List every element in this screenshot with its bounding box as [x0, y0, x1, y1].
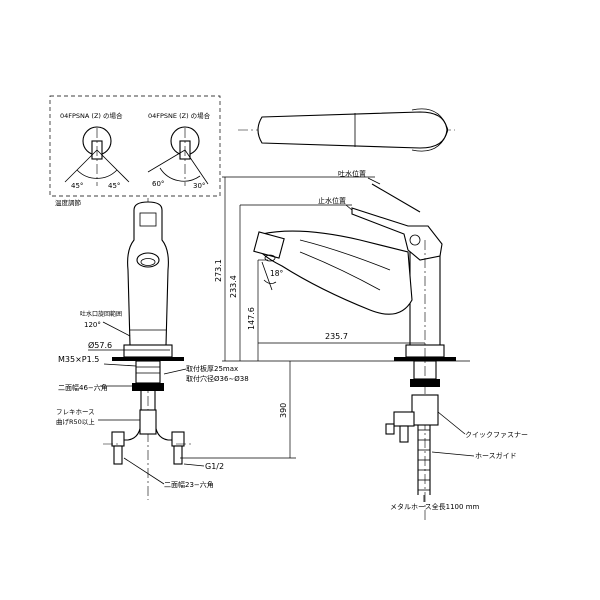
label-mount-range: 吐水口旋回範囲	[80, 310, 122, 318]
na-knob-diagram: 45° 45°	[64, 126, 130, 190]
front-base	[123, 344, 173, 358]
hose-left	[122, 391, 142, 441]
dim-147: 147.6	[247, 307, 256, 330]
side-nut	[410, 379, 440, 387]
dim-390: 390	[279, 403, 288, 418]
faucet-top-view	[238, 108, 455, 152]
dimension-lines: 273.1 233.4 147.6 235.7 390 18°	[180, 176, 470, 459]
ne-angle-left: 60°	[152, 180, 164, 188]
hose-coupling	[139, 409, 157, 435]
label-flex-hose-bend: 曲げR50以上	[56, 417, 95, 426]
top-view-body	[257, 111, 448, 149]
dim-233: 233.4	[229, 275, 238, 298]
faucet-side-view	[253, 183, 456, 520]
label-plate-thickness: 取付板厚25max	[186, 364, 238, 373]
label-hole-dia: 取付穴径Ø36∼Ø38	[186, 374, 249, 383]
dim-235: 235.7	[325, 332, 348, 341]
label-dia-57: Ø57.6	[88, 340, 112, 350]
ne-angle-right: 30°	[193, 182, 205, 190]
callouts: 吐水位置 止水位置 吐水口旋回範囲 120° Ø57.6 M35×P1.5 二面…	[56, 169, 528, 511]
label-quick-fastener: クイックファスナー	[465, 431, 528, 439]
label-hex46: 二面幅46−六角	[58, 383, 108, 392]
ne-arc	[159, 167, 201, 182]
inset-ne-title: 04FPSNE (Z) の場合	[148, 111, 211, 120]
faucet-front-view	[103, 198, 193, 500]
inset-na-title: 04FPSNA (Z) の場合	[60, 111, 123, 120]
lever-angle-inset: 04FPSNA (Z) の場合 04FPSNE (Z) の場合 45° 45° …	[49, 95, 221, 207]
angle-18: 18°	[270, 269, 284, 278]
front-handle-slot	[139, 212, 157, 227]
label-spout-position: 吐水位置	[338, 169, 366, 178]
front-body	[127, 201, 169, 346]
label-metal-hose: メタルホース全長1100 mm	[390, 502, 480, 511]
side-counter	[394, 357, 456, 361]
na-angle-right: 45°	[108, 182, 120, 190]
inset-border	[49, 95, 221, 197]
lever-open-position	[371, 183, 421, 213]
na-arc	[76, 169, 118, 179]
label-hex23: 二面幅23−六角	[164, 480, 214, 489]
dim-273: 273.1	[214, 259, 223, 282]
hose-right	[154, 391, 174, 441]
front-nut	[132, 383, 164, 391]
ne-knob-diagram: 60° 30°	[147, 126, 209, 190]
quick-fastener	[411, 394, 439, 426]
label-g-half: G1/2	[205, 462, 224, 471]
label-thread: M35×P1.5	[58, 355, 99, 364]
label-hose-guide: ホースガイド	[475, 451, 517, 460]
label-flex-hose: フレキホース	[56, 408, 95, 416]
inset-caption: 温度調節	[55, 198, 82, 207]
front-shank	[135, 360, 161, 384]
counter-plate	[112, 357, 184, 361]
hose-guide-clip	[393, 411, 415, 427]
label-stop-position: 止水位置	[318, 196, 346, 205]
side-lever	[351, 207, 443, 261]
front-spout-head	[136, 252, 160, 268]
na-angle-left: 45°	[71, 182, 83, 190]
label-mount-angle: 120°	[84, 321, 101, 329]
side-spray-head	[253, 231, 285, 259]
